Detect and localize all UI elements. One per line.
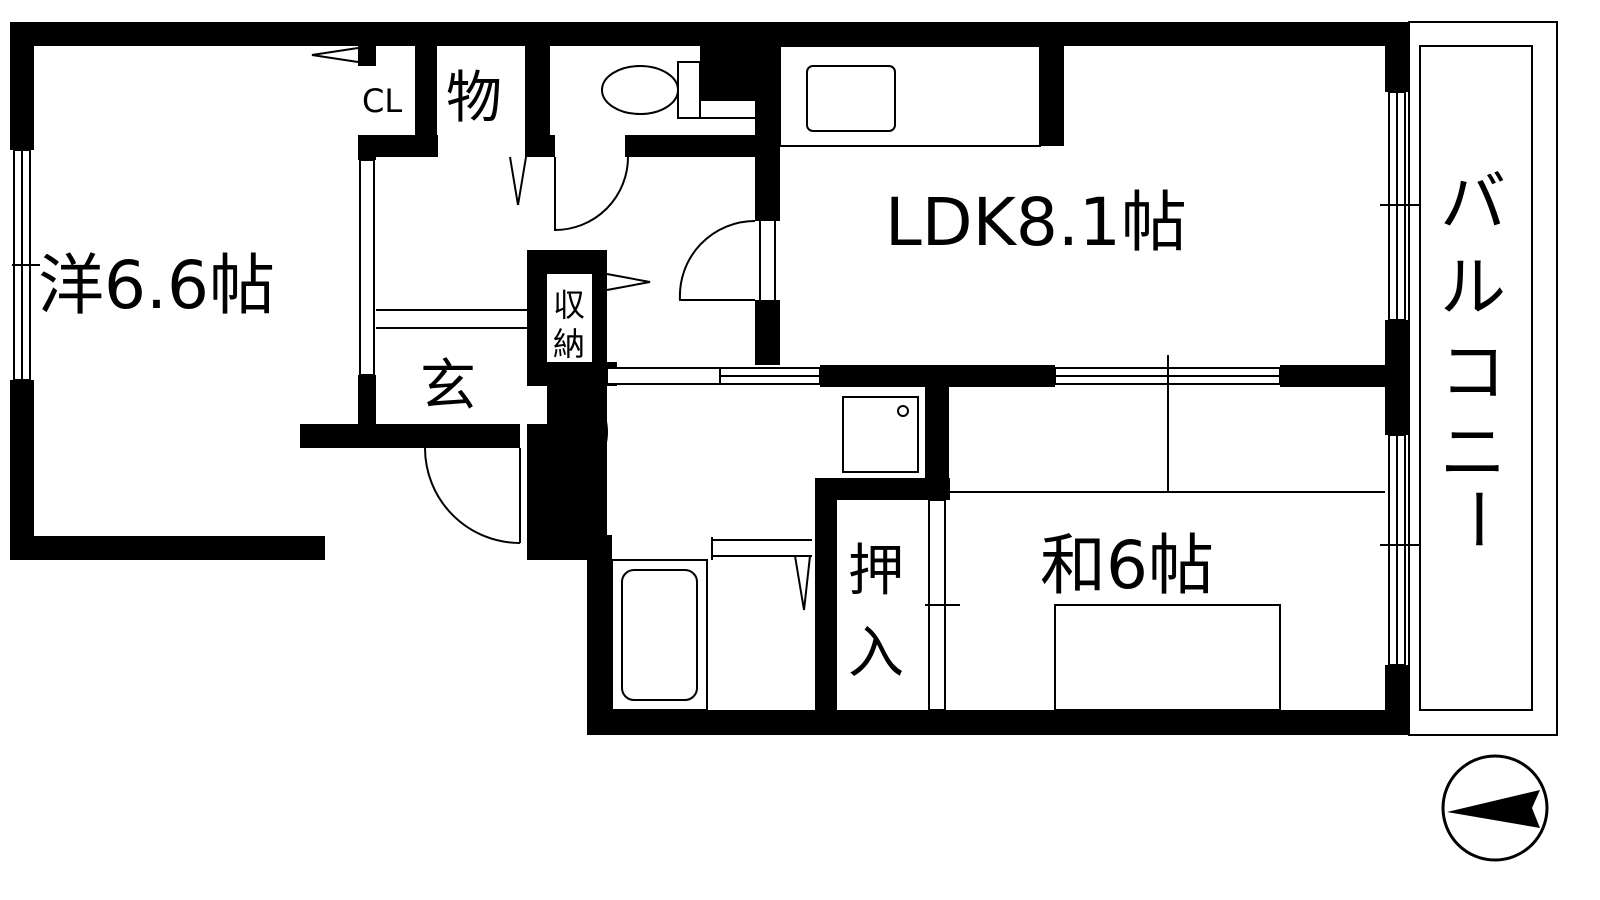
room-label-oshiire-2: 入: [848, 621, 904, 686]
north-arrow-icon: [1447, 790, 1540, 828]
balcony: [1408, 21, 1558, 736]
room-label-balcony-3: コ: [1440, 334, 1506, 411]
room-label-shuno-1: 収: [553, 286, 585, 324]
room-label-entrance: 玄: [420, 354, 476, 419]
room-labels: 洋6.6帖 LDK8.1帖 和6帖 玄 物 CL 収 納 押 入 バ ル コ ニ…: [38, 66, 1515, 686]
room-label-balcony-4: ニ: [1440, 414, 1506, 491]
room-label-balcony-5: ー: [1438, 486, 1515, 552]
room-label-shuno-2: 納: [553, 325, 585, 363]
fixtures: [311, 45, 1385, 711]
room-label-western: 洋6.6帖: [38, 247, 275, 324]
room-label-closet: CL: [362, 82, 402, 120]
room-label-balcony-1: バ: [1440, 164, 1506, 241]
washing-machine-pan-icon: [842, 396, 919, 473]
washbasin-icon: [562, 397, 608, 467]
room-label-oshiire-1: 押: [848, 539, 904, 604]
room-label-japanese: 和6帖: [1040, 527, 1214, 604]
compass: [1441, 754, 1549, 862]
window-ticks: [12, 204, 1420, 606]
wall-fixes: [10, 300, 1407, 735]
bathtub-icon: [611, 559, 708, 711]
room-label-ldk: LDK8.1帖: [885, 184, 1187, 261]
room-label-storage: 物: [446, 66, 502, 131]
room-floors: [34, 46, 1385, 710]
room-label-balcony-2: ル: [1440, 249, 1506, 326]
